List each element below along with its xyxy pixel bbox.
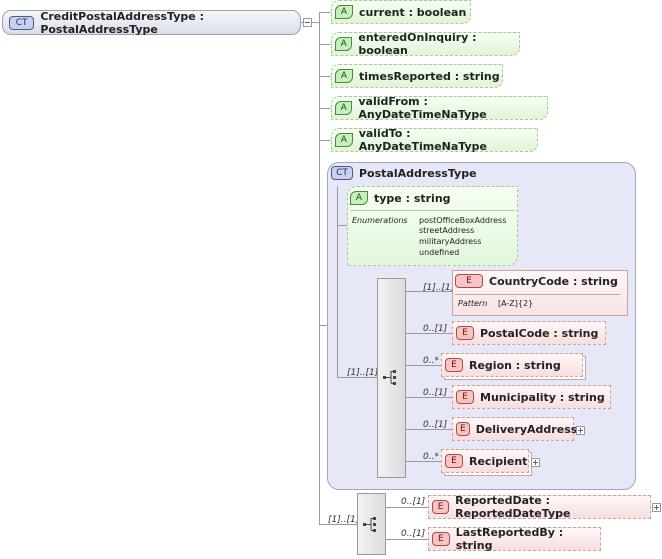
element-recipient[interactable]: E Recipient: [441, 449, 529, 473]
sequence-compositor-icon: [383, 370, 396, 385]
element-cardinality: 0..*: [423, 356, 439, 366]
attribute-badge: A: [350, 191, 368, 205]
element-reported-date[interactable]: E ReportedDate : ReportedDateType: [428, 494, 651, 520]
attribute-badge: A: [335, 5, 353, 19]
attribute-current[interactable]: A current : boolean: [331, 0, 471, 24]
type-attribute-label: type : string: [374, 191, 451, 205]
element-cardinality: 0..[1]: [401, 529, 426, 539]
element-label: LastReportedBy : string: [455, 526, 564, 552]
element-label: DeliveryAddress: [475, 422, 578, 436]
attribute-badge: A: [335, 69, 353, 83]
element-badge: E: [456, 390, 474, 404]
element-label: Region : string: [469, 358, 561, 372]
postal-address-type-header: CT PostalAddressType: [331, 166, 477, 180]
attribute-label: enteredOnInquiry : boolean: [358, 31, 477, 57]
element-badge: E: [432, 500, 450, 514]
enum-value: militaryAddress: [419, 237, 482, 246]
bottom-sequence-cardinality: [1]..[1]: [328, 515, 360, 525]
expand-plus-icon[interactable]: [576, 426, 585, 435]
country-code-header: E CountryCode : string: [455, 274, 618, 288]
root-complex-type[interactable]: CT CreditPostalAddressType : PostalAddre…: [2, 9, 301, 36]
element-badge: E: [432, 532, 450, 546]
attribute-badge: A: [335, 37, 353, 51]
attribute-badge: A: [335, 133, 353, 147]
expand-plus-icon[interactable]: [652, 503, 661, 512]
attribute-entered-on-inquiry[interactable]: A enteredOnInquiry : boolean: [331, 31, 520, 57]
complex-type-badge: CT: [331, 166, 353, 180]
element-cardinality: 0..*: [423, 452, 439, 462]
element-badge: E: [455, 274, 483, 288]
pattern-heading: Pattern: [458, 299, 488, 308]
expand-plus-icon[interactable]: [531, 458, 540, 467]
element-postal-code[interactable]: E PostalCode : string: [452, 321, 606, 345]
attribute-label: validFrom : AnyDateTimeNaType: [358, 95, 487, 121]
collapse-minus-icon[interactable]: [303, 18, 312, 27]
element-region[interactable]: E Region : string: [441, 353, 583, 377]
attribute-badge: A: [335, 101, 353, 115]
postal-sequence-cardinality: [1]..[1]: [347, 368, 379, 378]
complex-type-badge: CT: [9, 15, 35, 30]
element-country-code[interactable]: [452, 270, 628, 316]
attribute-label: current : boolean: [359, 5, 467, 19]
element-cardinality: 0..[1]: [423, 420, 448, 430]
attribute-label: validTo : AnyDateTimeNaType: [358, 127, 488, 153]
element-label: ReportedDate : ReportedDateType: [455, 494, 571, 520]
element-cardinality: 0..[1]: [401, 497, 426, 507]
element-cardinality: 0..[1]: [423, 324, 448, 334]
enum-value: streetAddress: [419, 226, 475, 235]
type-attribute-box[interactable]: [347, 186, 518, 266]
type-attribute-header: A type : string: [350, 191, 451, 205]
enum-value: postOfficeBoxAddress: [419, 216, 507, 225]
element-cardinality: 0..[1]: [423, 388, 448, 398]
enumerations-heading: Enumerations: [352, 216, 408, 225]
element-badge: E: [456, 326, 474, 340]
element-label: PostalCode : string: [480, 326, 599, 340]
attribute-valid-to[interactable]: A validTo : AnyDateTimeNaType: [331, 127, 538, 153]
enum-value: undefined: [419, 248, 460, 257]
attribute-valid-from[interactable]: A validFrom : AnyDateTimeNaType: [331, 95, 548, 121]
element-label: Municipality : string: [480, 390, 605, 404]
element-label: Recipient: [469, 454, 528, 468]
element-cardinality: [1]..[1]: [423, 283, 455, 293]
pattern-value: [A-Z]{2}: [498, 299, 534, 308]
element-last-reported-by[interactable]: E LastReportedBy : string: [428, 526, 601, 552]
element-municipality[interactable]: E Municipality : string: [452, 385, 611, 409]
root-type-label: CreditPostalAddressType : PostalAddressT…: [40, 9, 204, 36]
element-badge: E: [456, 422, 470, 436]
attribute-times-reported[interactable]: A timesReported : string: [331, 64, 503, 88]
element-badge: E: [445, 454, 463, 468]
element-label: CountryCode : string: [489, 274, 618, 288]
element-badge: E: [445, 358, 463, 372]
postal-type-title: PostalAddressType: [359, 166, 477, 180]
attribute-label: timesReported : string: [359, 69, 500, 83]
element-delivery-address[interactable]: E DeliveryAddress: [452, 417, 577, 441]
sequence-compositor-icon: [363, 517, 376, 532]
